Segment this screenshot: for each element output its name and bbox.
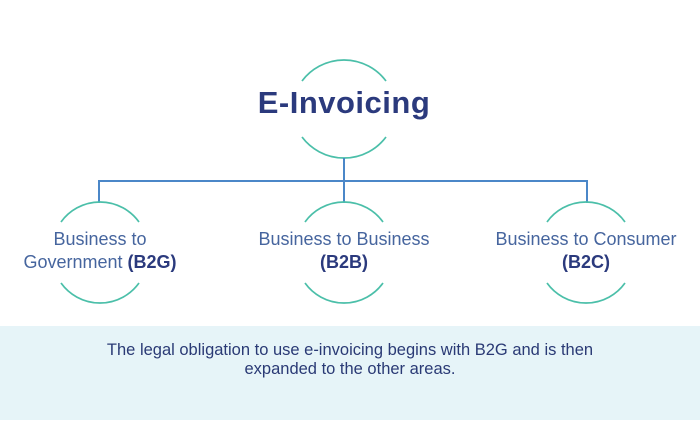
branch-b2g-bottom-arc	[60, 282, 140, 304]
branch-b2g-label-line2: Government (B2G)	[0, 251, 225, 274]
branch-b2b-label-line2: (B2B)	[219, 251, 469, 274]
branch-b2b-label-line1: Business to Business	[258, 229, 430, 249]
branch-b2c-label-line1: Business to Consumer	[495, 229, 677, 249]
branch-b2b: Business to Business (B2B)	[219, 228, 469, 274]
branch-b2c-code: (B2C)	[562, 252, 610, 272]
diagram-title: E-Invoicing	[257, 85, 431, 120]
branch-b2b-bottom-arc	[304, 282, 384, 304]
title-bottom-arc	[301, 136, 387, 159]
connector-branch-bracket	[98, 180, 588, 203]
footer-note: The legal obligation to use e-invoicing …	[0, 341, 700, 379]
branch-b2g-label-line1: Business to	[53, 229, 147, 249]
branch-b2c-top-arc	[546, 201, 626, 223]
branch-b2c: Business to Consumer (B2C)	[461, 228, 700, 274]
footer-note-line1: The legal obligation to use e-invoicing …	[106, 341, 594, 359]
branch-b2b-code: (B2B)	[320, 252, 368, 272]
branch-b2g: Business to Government (B2G)	[0, 228, 225, 274]
branch-b2b-top-arc	[304, 201, 384, 223]
branch-b2c-bottom-arc	[546, 282, 626, 304]
branch-b2c-label-line2: (B2C)	[461, 251, 700, 274]
branch-b2g-label-prefix: Government	[23, 252, 123, 272]
title-top-arc	[301, 59, 387, 82]
footer-note-line2: expanded to the other areas.	[244, 360, 456, 378]
branch-b2g-top-arc	[60, 201, 140, 223]
branch-b2g-code: (B2G)	[127, 252, 177, 272]
footer-bar: The legal obligation to use e-invoicing …	[0, 326, 700, 420]
